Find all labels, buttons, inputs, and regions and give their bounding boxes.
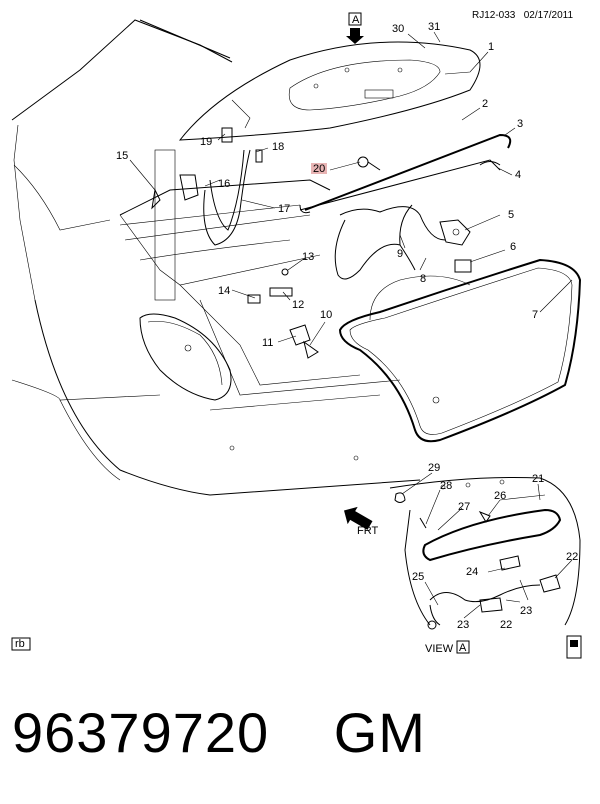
callout-23b: 23 <box>457 619 469 631</box>
wiring-harness <box>334 156 446 280</box>
part-number: 96379720 <box>12 701 270 764</box>
callout-27: 27 <box>458 501 470 513</box>
callout-31: 31 <box>428 21 440 33</box>
part-footer: 96379720 GM <box>12 700 426 765</box>
callout-12: 12 <box>292 299 304 311</box>
callout-3: 3 <box>517 118 523 130</box>
rb-badge-text: rb <box>15 638 25 650</box>
callout-8: 8 <box>420 273 426 285</box>
callout-10: 10 <box>320 309 332 321</box>
callout-9: 9 <box>397 248 403 260</box>
callout-14: 14 <box>218 285 230 297</box>
callout-22b: 22 <box>500 619 512 631</box>
callout-25: 25 <box>412 571 424 583</box>
view-a-caption: VIEW A <box>425 640 470 655</box>
callout-29: 29 <box>428 462 440 474</box>
corner-icon <box>566 635 582 659</box>
callout-15: 15 <box>116 150 128 162</box>
hinge-assembly <box>151 127 263 301</box>
callout-4: 4 <box>515 169 521 181</box>
view-label-prefix: VIEW <box>425 643 454 655</box>
view-label-letter: A <box>459 642 467 654</box>
callout-20: 20 <box>313 163 325 175</box>
exploded-parts-diagram: A <box>11 12 582 659</box>
callout-2: 2 <box>482 98 488 110</box>
front-arrow-icon <box>344 506 373 530</box>
torsion-rods <box>299 133 512 214</box>
callout-21: 21 <box>532 473 544 485</box>
callout-20-highlight <box>311 163 327 174</box>
view-a-inset: FRT <box>344 476 582 659</box>
callout-30: 30 <box>392 23 404 35</box>
trunk-hardware <box>247 268 319 359</box>
callout-5: 5 <box>508 209 514 221</box>
callout-labels: 1 2 3 4 5 6 7 8 9 10 11 12 13 14 15 16 1… <box>116 21 578 631</box>
front-arrow-label: FRT <box>357 525 378 537</box>
weatherstrip <box>338 258 582 443</box>
latch-assembly <box>439 219 472 273</box>
callout-7: 7 <box>532 309 538 321</box>
drawing-code: RJ12-033 <box>472 10 516 21</box>
callout-13: 13 <box>302 251 314 263</box>
callout-6: 6 <box>510 241 516 253</box>
view-a-marker: A <box>346 12 364 44</box>
rb-badge: rb <box>11 637 31 651</box>
trunk-lid <box>178 41 481 141</box>
car-body <box>11 19 421 496</box>
callout-24: 24 <box>466 566 478 578</box>
callout-16: 16 <box>218 178 230 190</box>
brand-name: GM <box>333 701 426 764</box>
callout-26: 26 <box>494 490 506 502</box>
view-arrow-icon <box>346 28 364 44</box>
callout-17: 17 <box>278 203 290 215</box>
callout-19: 19 <box>200 136 212 148</box>
callout-11: 11 <box>262 337 273 349</box>
callout-23a: 23 <box>520 605 532 617</box>
view-a-letter: A <box>352 14 360 26</box>
callout-1: 1 <box>488 41 494 53</box>
callout-28: 28 <box>440 480 452 492</box>
leader-lines <box>129 31 573 619</box>
callout-22a: 22 <box>566 551 578 563</box>
callout-18: 18 <box>272 141 284 153</box>
drawing-reference: RJ12-033 02/17/2011 <box>472 10 573 21</box>
drawing-date: 02/17/2011 <box>523 10 574 21</box>
